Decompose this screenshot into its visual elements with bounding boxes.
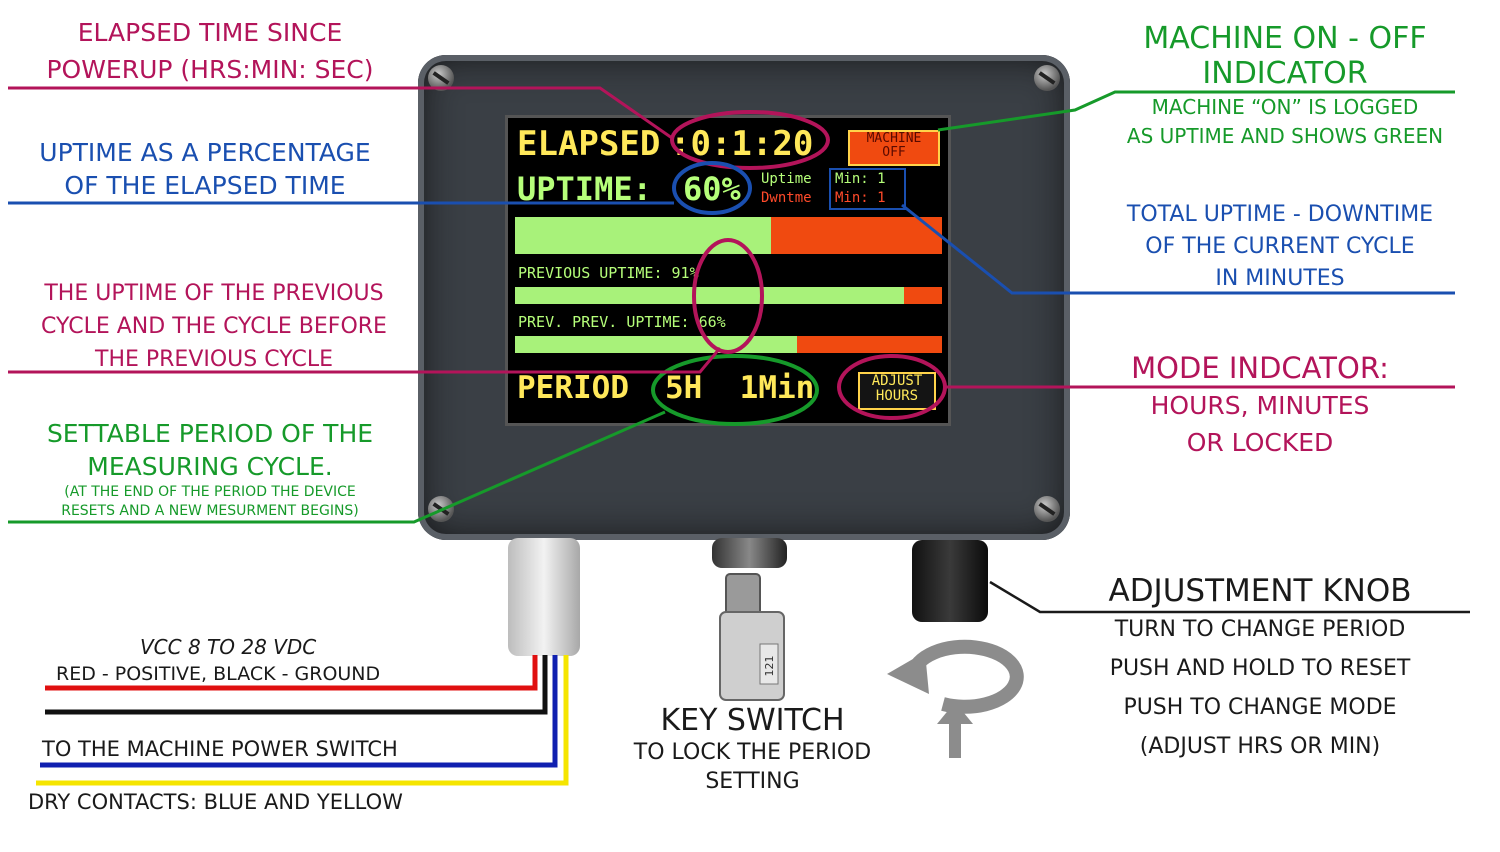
screw-icon (1034, 65, 1060, 91)
uptime-percent-callout-line-1: UPTIME AS A PERCENTAGE (39, 138, 371, 167)
total-uptime-line-1: TOTAL UPTIME - DOWNTIME (1126, 202, 1434, 227)
knob-callout-title: ADJUSTMENT KNOB (1108, 573, 1412, 609)
machine-indicator-callout: MACHINE ON - OFF INDICATOR MACHINE “ON” … (1080, 21, 1490, 148)
machine-callout-desc-1: MACHINE “ON” IS LOGGED (1151, 95, 1419, 119)
dry-contacts-label: DRY CONTACTS: BLUE AND YELLOW (28, 790, 403, 814)
mode-callout: MODE INDCATOR: HOURS, MINUTES OR LOCKED (1055, 351, 1465, 457)
previous-cycles-line-1: THE UPTIME OF THE PREVIOUS (44, 281, 384, 306)
mode-callout-title: MODE INDCATOR: (1131, 351, 1389, 385)
key-icon: 121 (719, 573, 785, 701)
machine-status-line-1: MACHINE (866, 131, 922, 146)
cable-gland (508, 538, 580, 656)
previous-uptime-label: PREVIOUS UPTIME: 91% (518, 264, 699, 282)
uptime-percent-callout: UPTIME AS A PERCENTAGE OF THE ELAPSED TI… (0, 140, 410, 198)
key-tag-text: 121 (763, 656, 776, 677)
machine-callout-title-2: INDICATOR (1202, 56, 1368, 91)
wire-yellow (36, 655, 569, 786)
wire-black (45, 655, 548, 715)
mode-indicator: ADJUST HOURS (858, 372, 936, 410)
elapsed-highlight (670, 110, 830, 170)
previous-cycles-line-3: THE PREVIOUS CYCLE (95, 347, 333, 372)
prev-prev-uptime-bar (515, 336, 942, 353)
mode-line-1: ADJUST (871, 373, 923, 389)
previous-uptime-fill (515, 287, 904, 304)
total-uptime-line-2: OF THE CURRENT CYCLE (1145, 234, 1415, 259)
mode-line-2: HOURS (875, 388, 919, 405)
knob-callout-line-4: (ADJUST HRS OR MIN) (1139, 734, 1381, 759)
prev-prev-uptime-label: PREV. PREV. UPTIME: 66% (518, 313, 726, 331)
previous-cycles-callout: THE UPTIME OF THE PREVIOUS CYCLE AND THE… (0, 283, 428, 371)
uptime-word: Uptime (761, 171, 812, 187)
previous-uptime-highlight (692, 238, 764, 354)
uptime-highlight (672, 161, 752, 215)
machine-switch-label: TO THE MACHINE POWER SWITCH (42, 737, 398, 761)
elapsed-callout: ELAPSED TIME SINCE POWERUP (HRS:MIN: SEC… (0, 20, 420, 82)
mode-callout-line-1: HOURS, MINUTES (1150, 391, 1370, 420)
current-uptime-fill (515, 217, 772, 254)
period-label: PERIOD (517, 370, 629, 406)
rotate-arrow-icon (887, 639, 1024, 758)
period-value: 5H 1Min (665, 370, 815, 406)
mode-callout-line-2: OR LOCKED (1186, 428, 1334, 457)
period-callout-line-1: SETTABLE PERIOD OF THE (46, 419, 374, 448)
downtime-word: Dwntme (761, 190, 812, 206)
previous-uptime-bar (515, 287, 942, 304)
knob-callout-line-3: PUSH TO CHANGE MODE (1123, 695, 1397, 720)
key-switch-line-2: SETTING (705, 769, 800, 794)
uptime-percent-value: 60% (683, 170, 741, 208)
key-switch-title: KEY SWITCH (660, 703, 845, 738)
downtime-minutes: Min: 1 (835, 190, 886, 206)
polarity-label: RED - POSITIVE, BLACK - GROUND (56, 663, 381, 685)
total-uptime-callout: TOTAL UPTIME - DOWNTIME OF THE CURRENT C… (1075, 204, 1485, 290)
mode-highlight (837, 354, 947, 420)
period-note-line-1: (AT THE END OF THE PERIOD THE DEVICE (64, 484, 356, 500)
total-uptime-line-3: IN MINUTES (1215, 266, 1345, 291)
minutes-box (829, 168, 906, 210)
knob-callout-line-2: PUSH AND HOLD TO RESET (1109, 656, 1411, 681)
uptime-percent-callout-line-2: OF THE ELAPSED TIME (64, 171, 346, 200)
knob-callout-line-1: TURN TO CHANGE PERIOD (1114, 617, 1406, 642)
key-switch-housing (712, 538, 787, 568)
wire-red (45, 655, 538, 691)
key-switch-callout: KEY SWITCH TO LOCK THE PERIOD SETTING (585, 706, 920, 793)
elapsed-label: ELAPSED (517, 124, 661, 164)
knob-callout: ADJUSTMENT KNOB TURN TO CHANGE PERIOD PU… (1050, 576, 1470, 758)
push-arrow-icon (949, 718, 961, 758)
previous-cycles-line-2: CYCLE AND THE CYCLE BEFORE (41, 314, 387, 339)
elapsed-callout-line-1: ELAPSED TIME SINCE (77, 18, 343, 47)
period-note-line-2: RESETS AND A NEW MESURMENT BEGINS) (61, 503, 359, 519)
machine-status-line-2: OFF (882, 144, 906, 160)
vcc-label: VCC 8 TO 28 VDC (140, 635, 317, 659)
uptime-minutes: Min: 1 (835, 171, 886, 187)
current-uptime-bar (515, 217, 942, 254)
machine-callout-title-1: MACHINE ON - OFF (1143, 21, 1427, 56)
key-switch-line-1: TO LOCK THE PERIOD (633, 740, 872, 765)
wire-blue (40, 655, 558, 768)
machine-callout-desc-2: AS UPTIME AND SHOWS GREEN (1126, 124, 1444, 148)
machine-status-indicator: MACHINE OFF (848, 130, 940, 166)
screw-icon (1034, 496, 1060, 522)
period-highlight (651, 354, 819, 426)
adjustment-knob[interactable] (912, 540, 988, 622)
prev-prev-uptime-fill (515, 336, 797, 353)
period-callout: SETTABLE PERIOD OF THE MEASURING CYCLE. … (0, 421, 420, 518)
period-callout-line-2: MEASURING CYCLE. (87, 452, 333, 481)
elapsed-callout-line-2: POWERUP (HRS:MIN: SEC) (46, 55, 374, 84)
